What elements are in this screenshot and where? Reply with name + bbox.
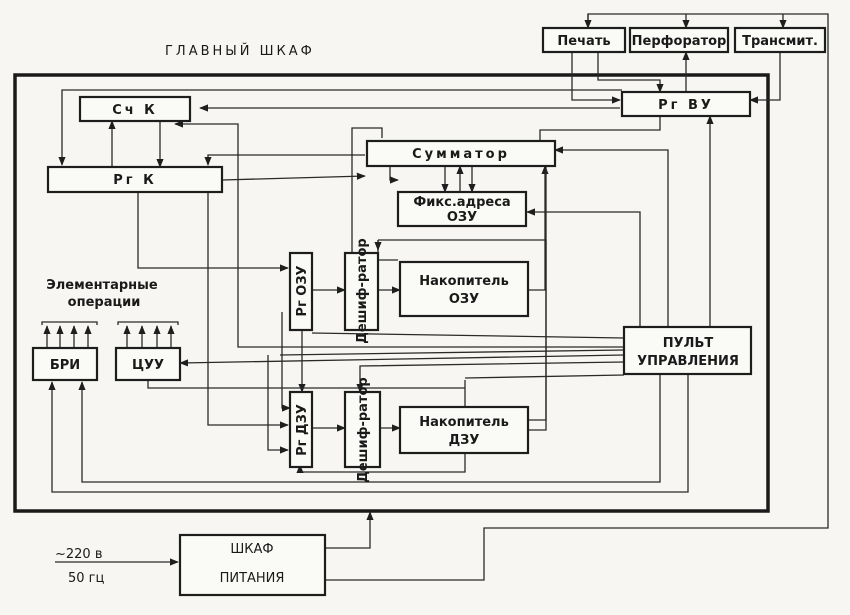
svg-text:Рг ДЗУ: Рг ДЗУ [295,404,310,456]
printer-block: Печать [541,26,627,54]
svg-text:ПИТАНИЯ: ПИТАНИЯ [220,571,285,586]
rg-ozu-block: Рг ОЗУ [288,251,314,332]
svg-text:Перфоратор: Перфоратор [632,34,727,49]
decoder-dzu-block: Дешиф-ратор [343,377,382,483]
elementary-operations-label: Элементарные [46,278,158,293]
svg-text:Сч К: Сч К [112,103,158,118]
bri-block: БРИ [31,346,99,382]
decoder-ozu-block: Дешиф-ратор [343,238,380,344]
rg-dzu-block: Рг ДЗУ [288,390,314,469]
svg-text:ОЗУ: ОЗУ [449,292,479,307]
svg-text:УПРАВЛЕНИЯ: УПРАВЛЕНИЯ [637,354,739,369]
svg-text:ШКАФ: ШКАФ [230,542,273,557]
fix-address-ozu-block: Фикс.адреса ОЗУ [396,190,528,228]
summator-block: Сумматор [365,139,557,168]
storage-ozu-block: Накопитель ОЗУ [398,260,530,318]
svg-text:Дешиф-ратор: Дешиф-ратор [356,377,371,482]
svg-text:Накопитель: Накопитель [419,274,509,289]
svg-text:ДЗУ: ДЗУ [449,433,480,448]
svg-text:ПУЛЬТ: ПУЛЬТ [663,336,714,351]
svg-text:Рг ВУ: Рг ВУ [658,98,714,113]
svg-text:Трансмит.: Трансмит. [742,34,818,49]
voltage-label: ~220 в [55,547,103,562]
svg-text:Рг ОЗУ: Рг ОЗУ [295,265,310,316]
cuu-block: ЦУУ [114,346,182,382]
rg-k-block: Рг К [46,165,224,194]
storage-dzu-block: Накопитель ДЗУ [398,405,530,455]
rg-vu-block: Рг ВУ [620,90,752,118]
svg-text:Дешиф-ратор: Дешиф-ратор [355,238,370,343]
diagram-title: ГЛАВНЫЙ ШКАФ [165,43,315,59]
svg-text:Фикс.адреса: Фикс.адреса [413,195,510,210]
frequency-label: 50 гц [68,571,105,586]
svg-text:Печать: Печать [557,34,610,49]
svg-text:Сумматор: Сумматор [412,147,510,162]
connections [41,13,829,581]
power-cabinet-block: ШКАФ ПИТАНИЯ [178,533,327,597]
transmitter-block: Трансмит. [733,26,827,54]
svg-text:ЦУУ: ЦУУ [132,358,164,373]
perforator-block: Перфоратор [628,26,730,54]
svg-text:БРИ: БРИ [50,358,80,373]
main-cabinet-frame [13,73,770,513]
svg-text:Рг К: Рг К [113,173,156,188]
svg-text:Накопитель: Накопитель [419,415,509,430]
control-panel-block: ПУЛЬТ УПРАВЛЕНИЯ [622,325,753,376]
elementary-operations-label-2: операции [68,295,141,310]
sch-k-block: Сч К [78,95,192,123]
svg-text:ОЗУ: ОЗУ [447,210,477,225]
